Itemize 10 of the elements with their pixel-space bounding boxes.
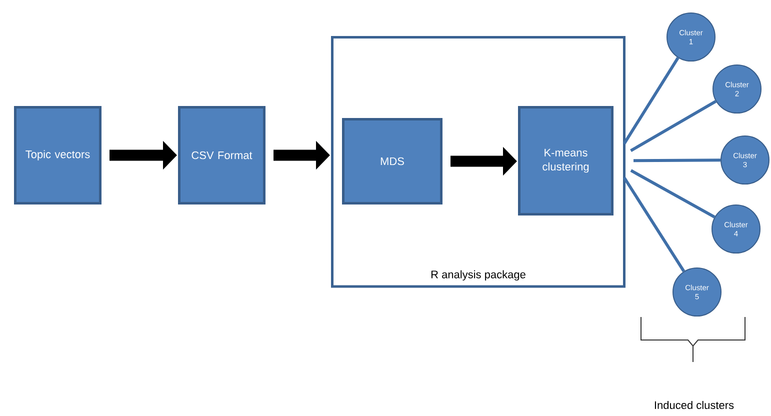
connector-line <box>622 176 686 272</box>
connector-line <box>630 169 716 218</box>
process-box: Topic vectors <box>14 106 102 204</box>
connector-line <box>622 56 680 145</box>
caption-label: Induced clusters <box>654 400 734 410</box>
connector-line <box>630 100 717 152</box>
process-box: CSV Format <box>178 106 266 204</box>
connector-line <box>634 158 721 162</box>
process-box: MDS <box>342 118 442 204</box>
process-box: K-means clustering <box>518 106 614 216</box>
